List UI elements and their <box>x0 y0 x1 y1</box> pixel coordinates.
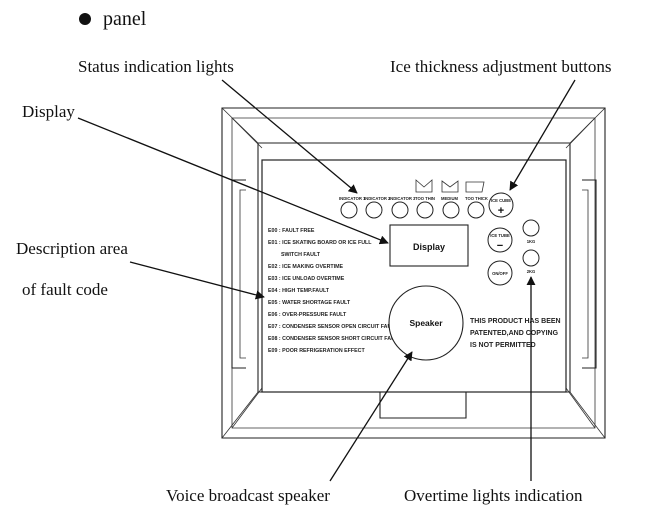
fault-code-line: E01 : ICE SKATING BOARD OR ICE FULL <box>268 240 372 246</box>
callout-description-area: Description area <box>16 239 128 258</box>
patent-line-3: IS NOT PERMITTED <box>470 342 536 349</box>
indicator-light-too-thick <box>467 201 485 219</box>
fault-code-description-area: E00 : FAULT FREE E01 : ICE SKATING BOARD… <box>268 228 402 354</box>
indicator-light-1 <box>340 201 358 219</box>
indicator-light-3 <box>391 201 409 219</box>
indicator-label-2: INDICATOR 2 <box>364 196 391 201</box>
fault-code-line: E09 : POOR REFRIGERATION EFFECT <box>268 348 365 354</box>
indicator-label-1: INDICATOR 1 <box>339 196 366 201</box>
thin-ice-icon <box>415 179 433 193</box>
ice-tube-button-label: ICE TUBE <box>490 233 510 238</box>
indicator-label-medium: MEDIUM <box>441 196 458 201</box>
fault-code-line: SWITCH FAULT <box>281 252 321 258</box>
display: Display <box>389 224 469 267</box>
callout-display: Display <box>22 102 75 121</box>
overtime-lights: 1KG 2KG <box>522 219 540 274</box>
ice-cube-button[interactable]: ICE CUBE + <box>488 192 514 218</box>
indicator-label-too-thick: TOO THICK <box>465 196 488 201</box>
status-indication-lights: INDICATOR 1 INDICATOR 2 INDICATOR 3 TOO … <box>339 179 488 219</box>
indicator-label-too-thin: TOO THIN <box>415 196 435 201</box>
thick-ice-icon <box>465 181 485 193</box>
ice-cube-button-label: ICE CUBE <box>491 198 511 203</box>
arrow-voice-speaker <box>329 351 413 482</box>
overtime-light-1kg <box>522 219 540 237</box>
patent-line-2: PATENTED,AND COPYING <box>470 330 559 337</box>
callout-fault-code: of fault code <box>22 280 108 299</box>
panel-housing <box>221 107 606 439</box>
arrow-description-area <box>129 261 265 300</box>
fault-code-line: E07 : CONDENSER SENSOR OPEN CIRCUIT FAUL… <box>268 324 398 330</box>
arrow-ice-thickness <box>509 79 576 191</box>
indicator-light-too-thin <box>416 201 434 219</box>
on-off-button-label: ON/OFF <box>492 271 508 276</box>
overtime-label-2kg: 2KG <box>527 269 536 274</box>
callout-voice-speaker: Voice broadcast speaker <box>166 486 330 505</box>
fault-code-line: E02 : ICE MAKING OVERTIME <box>268 264 344 270</box>
medium-ice-icon <box>441 180 459 193</box>
patent-line-1: THIS PRODUCT HAS BEEN <box>470 318 561 325</box>
callout-status-lights: Status indication lights <box>78 57 234 76</box>
fault-code-line: E06 : OVER-PRESSURE FAULT <box>268 312 347 318</box>
arrow-status-lights <box>221 79 358 194</box>
speaker: Speaker <box>388 285 464 361</box>
bullet-icon <box>79 13 91 25</box>
on-off-button[interactable]: ON/OFF <box>487 260 513 286</box>
callout-overtime-lights: Overtime lights indication <box>404 486 583 505</box>
indicator-light-2 <box>365 201 383 219</box>
patent-notice: THIS PRODUCT HAS BEEN PATENTED,AND COPYI… <box>470 318 561 349</box>
fault-code-line: E04 : HIGH TEMP.FAULT <box>268 288 330 294</box>
callout-ice-thickness-buttons: Ice thickness adjustment buttons <box>390 57 611 76</box>
minus-icon: − <box>497 240 503 252</box>
arrow-display <box>77 117 389 245</box>
overtime-light-2kg <box>522 249 540 267</box>
indicator-light-medium <box>442 201 460 219</box>
heading: panel <box>103 8 147 30</box>
fault-code-line: E03 : ICE UNLOAD OVERTIME <box>268 276 345 282</box>
fault-code-line: E08 : CONDENSER SENSOR SHORT CIRCUIT FAU… <box>268 336 402 342</box>
speaker-label: Speaker <box>409 318 443 328</box>
fault-code-line: E00 : FAULT FREE <box>268 228 315 234</box>
plus-icon: + <box>498 205 504 217</box>
fault-code-line: E05 : WATER SHORTAGE FAULT <box>268 300 351 306</box>
display-label: Display <box>413 242 445 252</box>
overtime-label-1kg: 1KG <box>527 239 536 244</box>
indicator-label-3: INDICATOR 3 <box>389 196 416 201</box>
ice-tube-button[interactable]: ICE TUBE − <box>487 227 513 253</box>
